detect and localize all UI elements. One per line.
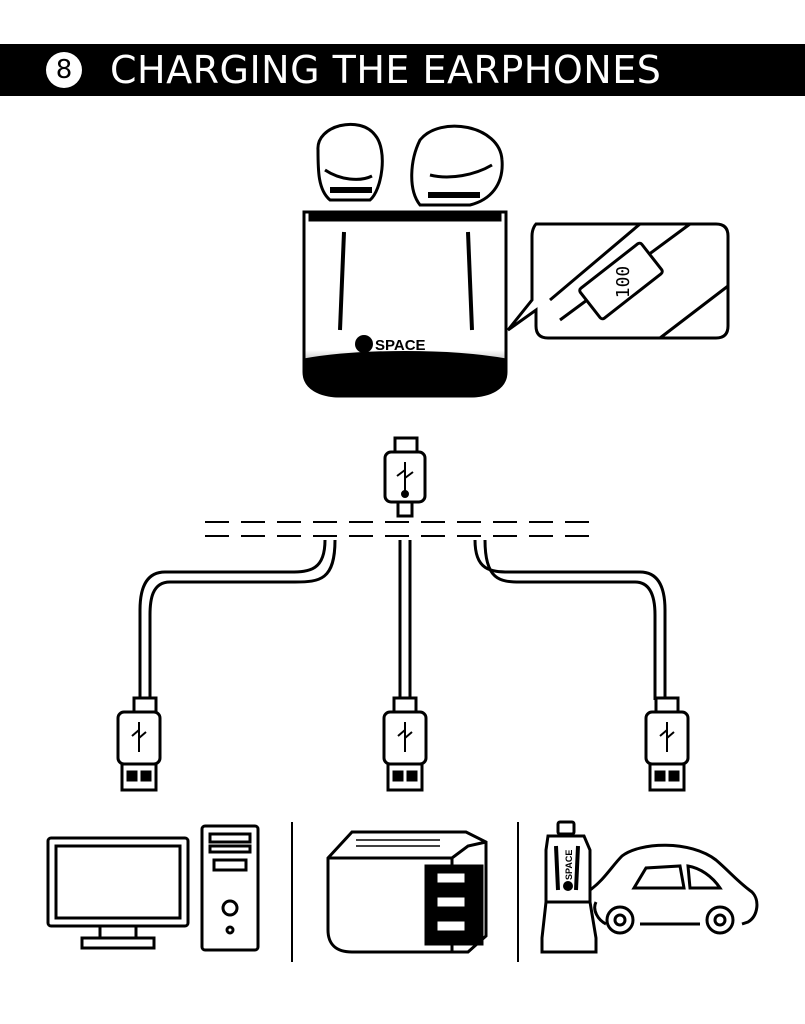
usb-plug-left (116, 696, 162, 792)
usb-icon (659, 722, 675, 752)
title-bar: 8 CHARGING THE EARPHONES (0, 44, 805, 96)
usb-icon (397, 722, 413, 752)
pc-tower-icon (200, 824, 260, 952)
section-dividers (291, 822, 519, 962)
car-charger-icon: SPACE (540, 820, 598, 954)
usb-plug-right (644, 696, 690, 792)
micro-usb-connector (383, 436, 427, 518)
cable-break-lines (205, 521, 600, 537)
case-brand-label: SPACE (375, 337, 426, 354)
left-earbud (316, 122, 384, 202)
car-charger-brand-label: SPACE (564, 850, 574, 880)
monitor-icon (46, 836, 190, 950)
usb-plug-center (382, 696, 428, 792)
usb-icon (396, 462, 414, 498)
right-earbud (410, 124, 504, 207)
battery-display-value: 100 (613, 266, 634, 299)
space-logo-icon (355, 335, 373, 353)
charging-case: SPACE (302, 122, 508, 398)
battery-display-callout: 100 (506, 222, 730, 340)
cables (138, 539, 667, 700)
wall-charger-icon (326, 830, 488, 954)
car-icon (589, 843, 759, 935)
step-number-badge: 8 (46, 52, 82, 88)
page-title: CHARGING THE EARPHONES (110, 48, 662, 92)
usb-icon (131, 722, 147, 752)
